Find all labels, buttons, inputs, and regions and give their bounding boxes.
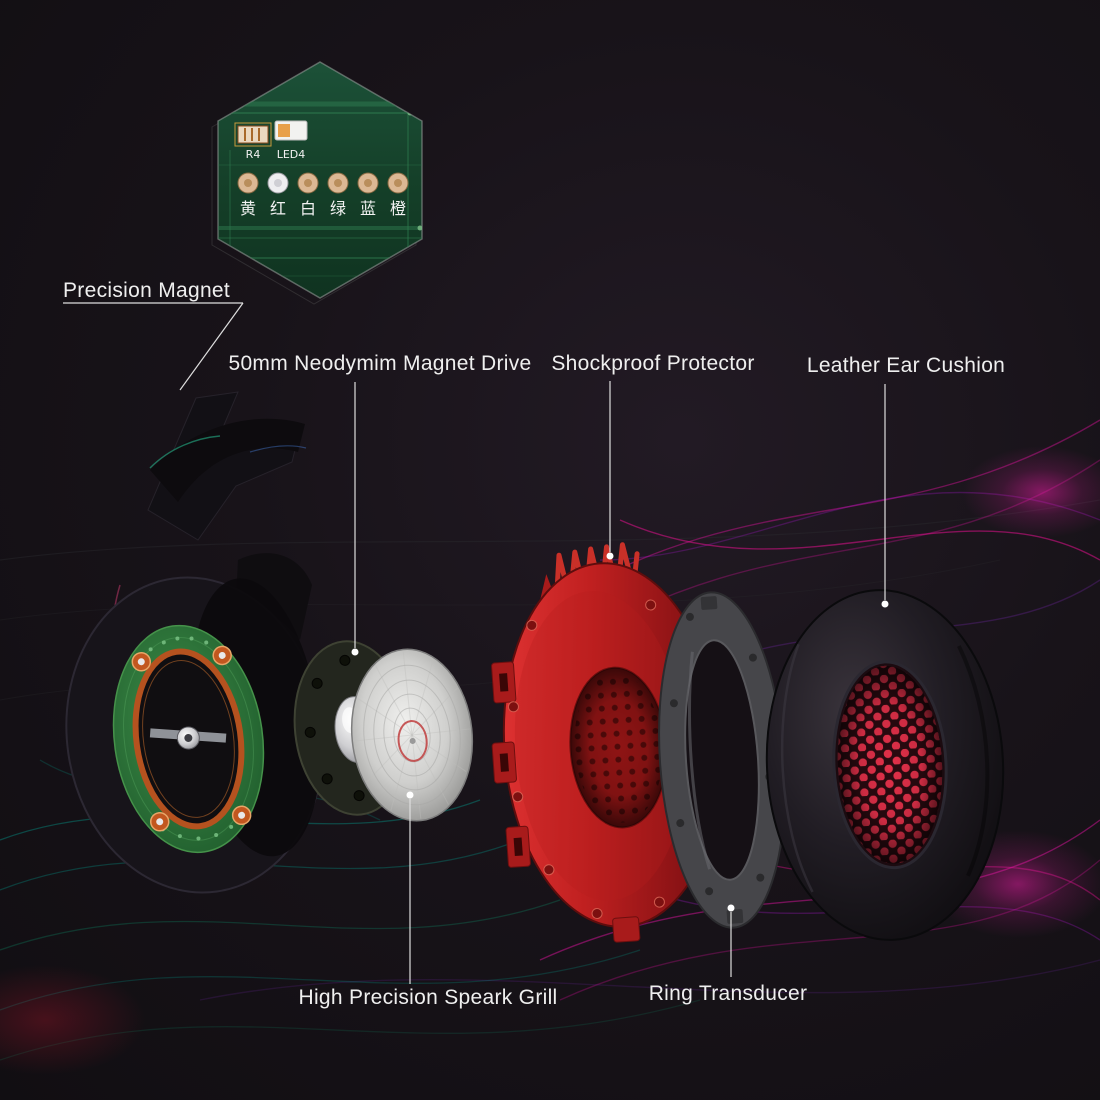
- callout-precision-magnet: Precision Magnet: [63, 279, 231, 302]
- ref-label-led4: LED4: [277, 148, 306, 161]
- pad-label-blue: 蓝: [360, 199, 376, 218]
- speaker-grill: [350, 648, 474, 822]
- callout-leather-ear-cushion: Leather Ear Cushion: [806, 354, 1006, 377]
- callout-shockproof-protector: Shockproof Protector: [551, 352, 755, 375]
- callout-magnet-drive: 50mm Neodymim Magnet Drive: [228, 352, 532, 375]
- leather-ear-cushion: [765, 589, 1005, 941]
- pcb-solder-pads: [237, 172, 409, 194]
- callout-speaker-grill: High Precision Speark Grill: [298, 986, 558, 1009]
- headband-arm: [111, 391, 312, 669]
- grill-red-ring: [397, 720, 428, 762]
- pad-label-red: 红: [270, 199, 286, 218]
- ref-label-r4: R4: [246, 148, 261, 161]
- callout-ring-transducer: Ring Transducer: [648, 982, 808, 1005]
- callout-dots: [351, 552, 889, 912]
- precision-magnet-line: [179, 302, 244, 391]
- callout-lines: [63, 302, 886, 984]
- magenta-glow-top: [962, 446, 1100, 538]
- pcb-component-led4: [274, 120, 308, 141]
- pad-label-white: 白: [300, 199, 316, 218]
- pcb-inset-hexagon: R4 LED4 黄 红 白 绿 蓝 橙: [211, 61, 423, 305]
- earcup-shell-pcb: [65, 576, 325, 894]
- red-glow-bottom-left: [0, 965, 145, 1075]
- corner-screws: [131, 645, 252, 832]
- pcb-component-r4: [234, 122, 272, 147]
- pad-label-orange: 橙: [390, 199, 406, 218]
- pcb-pad-labels: 黄 红 白 绿 蓝 橙: [240, 199, 406, 218]
- pad-label-green: 绿: [330, 199, 346, 218]
- pad-label-yellow: 黄: [240, 199, 256, 218]
